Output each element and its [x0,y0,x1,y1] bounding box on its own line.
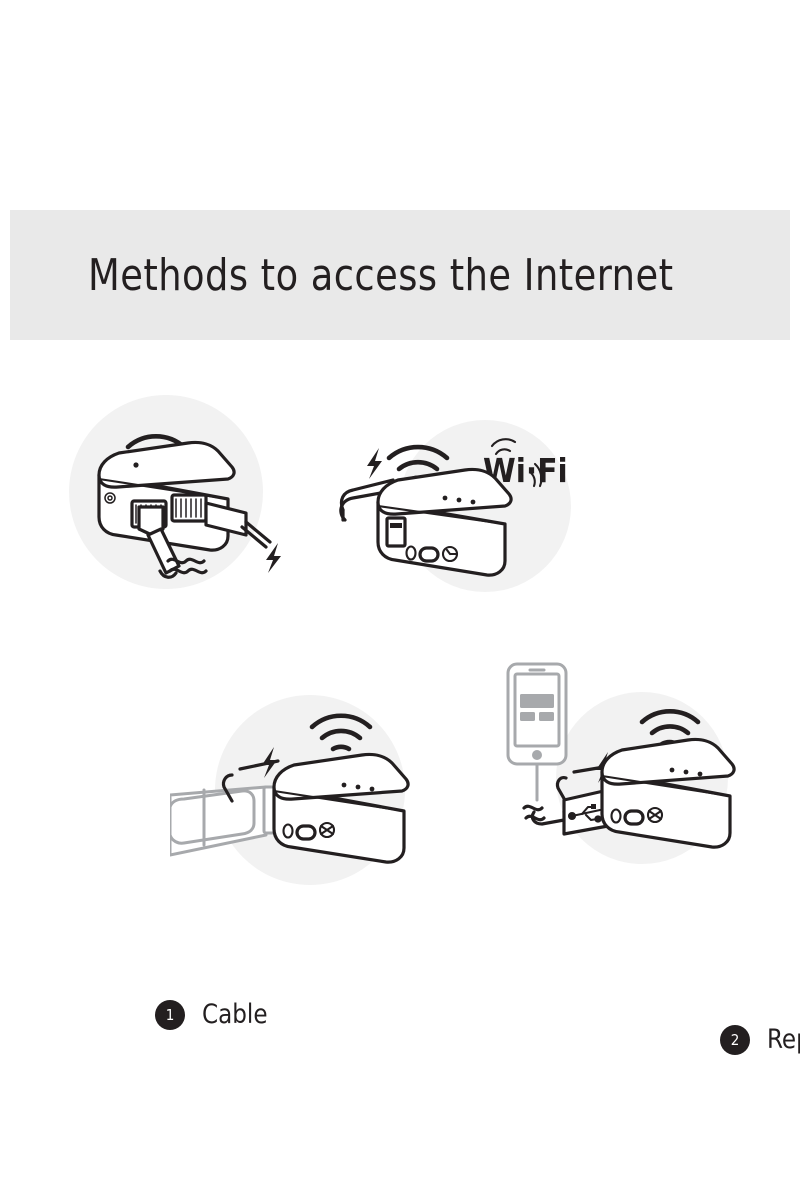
page-title: Methods to access the Internet [88,249,674,301]
method-block-tethering: 4 Tethering [490,660,755,865]
title-banner: Methods to access the Internet [10,210,790,340]
ethernet-plug [204,501,272,549]
router-with-ethernet-cable-icon [69,395,281,589]
method-block-usb-modem: 3 USB Modem [170,695,450,890]
usb-port-inner [390,523,402,528]
lightning-bolt-icon [266,543,281,573]
rj45-cable [137,505,181,579]
router-body [376,467,513,577]
method-block-cable: 1 Cable [60,395,330,1030]
led-indicator [133,462,139,468]
method-label-text-2: Repeater [767,1024,800,1055]
method-badge-1: 1 [155,999,185,1030]
lightning-bolt-icon [262,747,277,778]
router-body [600,737,736,849]
antenna-cable [339,478,399,522]
method-badge-2: 2 [720,1024,750,1055]
method-label-repeater: 2 Repeater [720,1024,800,1055]
screen-content-block [520,712,535,721]
screen-content-block [539,712,554,721]
router-body [97,440,236,552]
led-indicators [341,782,375,792]
usb-trident-symbol [567,804,602,823]
method-block-repeater: Wi·Fi [335,420,800,1055]
signal-waves-icon [166,557,208,575]
router-body [272,752,410,864]
smartphone [506,662,568,802]
router-with-wifi-repeater-icon: Wi·Fi [339,420,571,592]
router-with-smartphone-icon [506,662,736,864]
lightning-bolt-icon [367,448,382,479]
signal-waves-icon [522,804,546,822]
screen-content-block [520,694,554,708]
led-indicators [669,767,703,777]
method-label-cable: 1 Cable [155,999,271,1030]
method-label-text-1: Cable [202,999,268,1030]
wifi-arcs-icon [309,713,373,752]
connector-cable [221,773,234,803]
led-indicators [442,495,476,505]
router-with-usb-dongle-icon [170,695,410,885]
